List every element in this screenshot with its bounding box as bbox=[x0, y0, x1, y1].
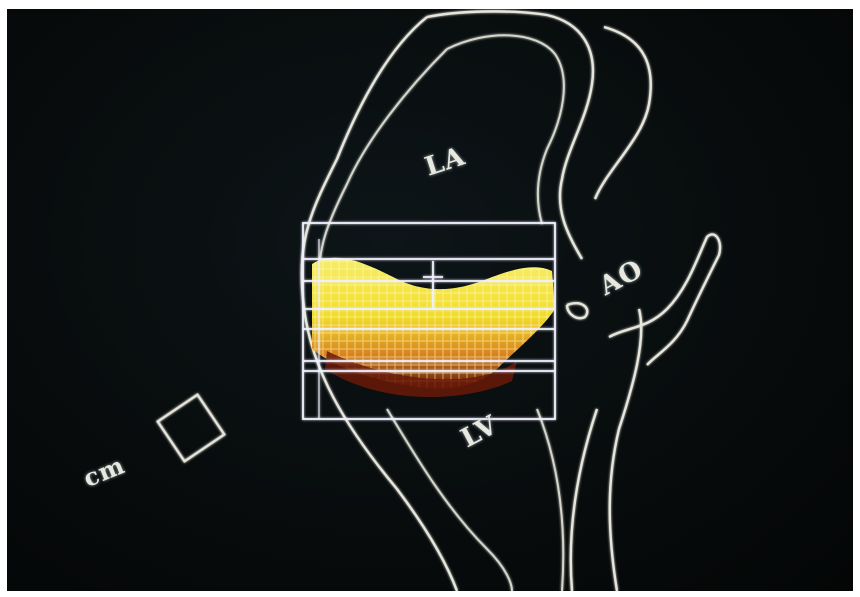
heart-contour-drawing bbox=[7, 9, 853, 591]
echocardiogram-render: LA AO LV cm bbox=[7, 9, 853, 591]
scale-marker-square bbox=[158, 395, 225, 462]
